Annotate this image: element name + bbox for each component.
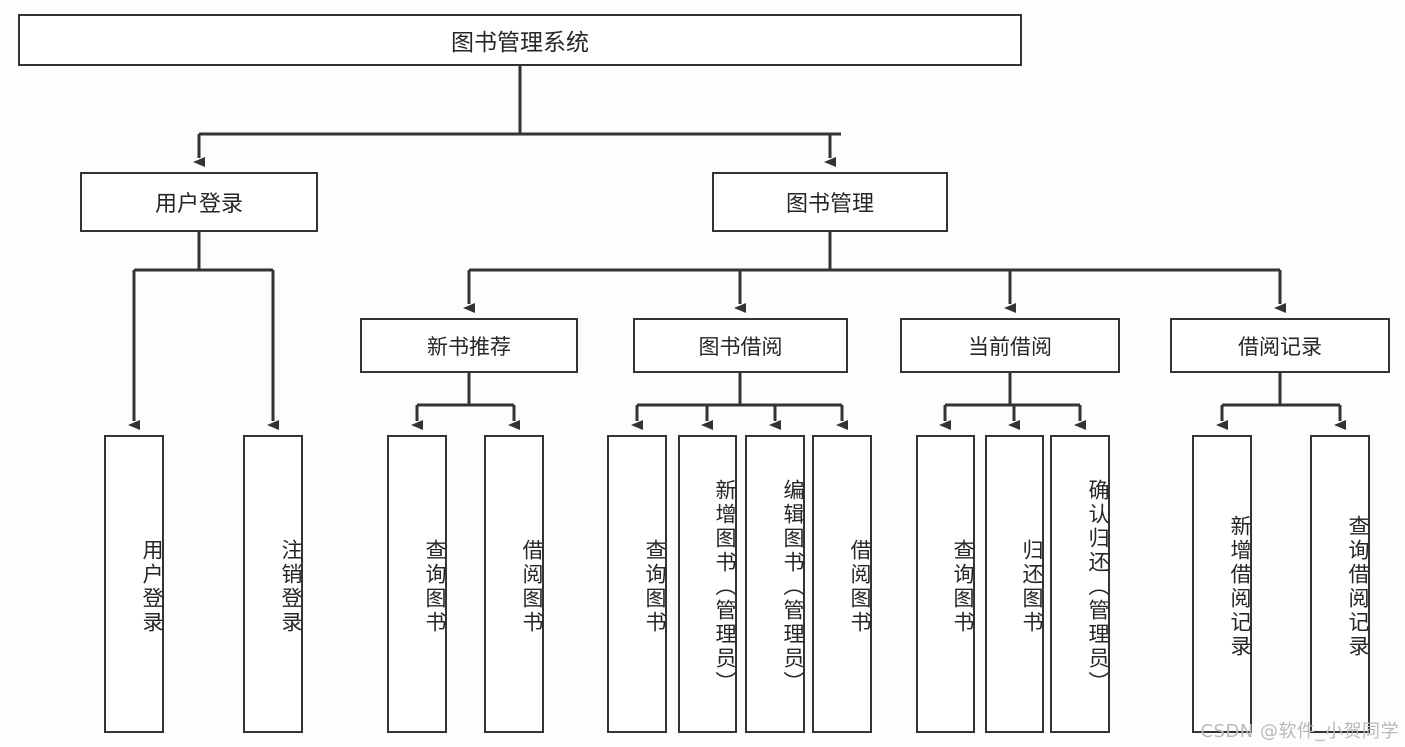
watermark-text: CSDN @软件_小贺同学 xyxy=(1200,721,1399,742)
leaf-query-book-current[interactable]: 查询图书 xyxy=(916,435,975,733)
node-label: 编辑图书（管理员） xyxy=(781,479,805,695)
leaf-query-borrow-record[interactable]: 查询借阅记录 xyxy=(1310,435,1370,733)
node-label: 新增图书（管理员） xyxy=(713,479,737,695)
leaf-borrow-book[interactable]: 借阅图书 xyxy=(812,435,872,733)
node-label: 图书管理系统 xyxy=(451,30,589,56)
node-label: 查询图书 xyxy=(423,539,447,635)
node-label: 图书管理 xyxy=(785,192,874,217)
leaf-add-borrow-record[interactable]: 新增借阅记录 xyxy=(1192,435,1252,733)
node-label: 查询借阅记录 xyxy=(1346,515,1370,659)
node-label: 当前借阅 xyxy=(968,334,1052,359)
node-label: 用户登录 xyxy=(140,539,164,635)
leaf-query-book-newbook[interactable]: 查询图书 xyxy=(387,435,447,733)
node-label: 查询图书 xyxy=(951,539,975,635)
leaf-confirm-return-admin[interactable]: 确认归还（管理员） xyxy=(1050,435,1110,733)
node-label: 借阅图书 xyxy=(520,539,544,635)
node-current-borrow[interactable]: 当前借阅 xyxy=(900,318,1120,373)
node-book-borrow[interactable]: 图书借阅 xyxy=(633,318,848,373)
leaf-edit-book-admin[interactable]: 编辑图书（管理员） xyxy=(745,435,805,733)
node-label: 注销登录 xyxy=(279,539,303,635)
leaf-logout[interactable]: 注销登录 xyxy=(243,435,303,733)
node-label: 新增借阅记录 xyxy=(1228,515,1252,659)
leaf-user-login[interactable]: 用户登录 xyxy=(104,435,164,733)
node-label: 确认归还（管理员） xyxy=(1086,479,1110,695)
node-user-login[interactable]: 用户登录 xyxy=(80,172,318,232)
node-label: 用户登录 xyxy=(154,192,243,217)
node-label: 借阅记录 xyxy=(1238,334,1322,359)
leaf-return-book[interactable]: 归还图书 xyxy=(985,435,1044,733)
node-label: 借阅图书 xyxy=(848,539,872,635)
leaf-borrow-book-newbook[interactable]: 借阅图书 xyxy=(484,435,544,733)
node-new-book-recommend[interactable]: 新书推荐 xyxy=(360,318,578,373)
node-book-management[interactable]: 图书管理 xyxy=(712,172,948,232)
leaf-add-book-admin[interactable]: 新增图书（管理员） xyxy=(678,435,737,733)
node-root-system[interactable]: 图书管理系统 xyxy=(18,14,1022,66)
leaf-query-book-borrow[interactable]: 查询图书 xyxy=(607,435,667,733)
node-label: 图书借阅 xyxy=(698,334,783,359)
node-label: 归还图书 xyxy=(1020,539,1044,635)
node-borrow-record[interactable]: 借阅记录 xyxy=(1170,318,1390,373)
node-label: 查询图书 xyxy=(643,539,667,635)
node-label: 新书推荐 xyxy=(427,334,511,359)
